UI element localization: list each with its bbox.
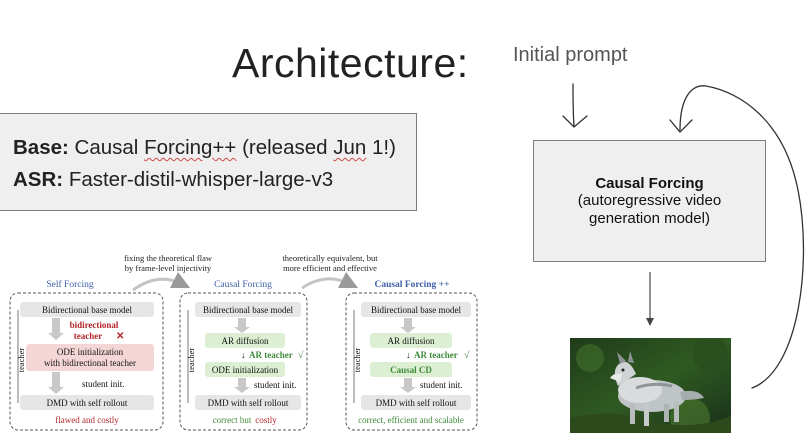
panel2-ar-diffusion: AR diffusion xyxy=(221,336,269,346)
wolf-image xyxy=(570,338,731,433)
panel2-shaft2 xyxy=(238,378,246,388)
base-value-mid: (released xyxy=(236,136,334,159)
panel3-base-box xyxy=(361,302,471,317)
note-left-line1: fixing the theoretical flaw xyxy=(124,253,213,263)
panel1-student-init: student init. xyxy=(82,379,125,389)
down-arrow-to-image-head xyxy=(646,318,654,326)
panel2-student-init: student init. xyxy=(254,380,297,390)
panel3-frame xyxy=(345,292,478,431)
asr-line: ASR: Faster-distil-whisper-large-v3 xyxy=(13,168,333,192)
note-left-line2: by frame-level injectivity xyxy=(125,263,212,273)
panel2-base-model: Bidirectional base model xyxy=(203,305,293,315)
panel3-down-arrow2 xyxy=(400,387,416,393)
feedback-loop-arrow xyxy=(679,85,805,389)
panel2-dmd-box xyxy=(195,395,301,410)
panel1-ode-box xyxy=(26,344,154,371)
panel2-down-arrow2 xyxy=(234,387,250,393)
panel3-cd-box xyxy=(370,362,452,377)
panel2-check-icon: √ xyxy=(298,350,304,361)
panel3-down-arrow xyxy=(400,327,416,333)
base-label: Base: xyxy=(13,136,69,159)
panel1-base-box xyxy=(20,302,154,317)
panel1-ode-line2: with bidirectional teacher xyxy=(44,358,136,368)
base-value-squiggle-forcing: Forcing++ xyxy=(144,136,237,159)
base-value-prefix: Causal xyxy=(74,136,145,159)
panel3-side-label: teacher xyxy=(352,348,362,373)
panel1-side-label: teacher xyxy=(16,348,26,373)
panel1-teacher-line1: bidirectional xyxy=(70,320,119,330)
asr-label: ASR: xyxy=(13,168,64,191)
panel2-ar-box xyxy=(205,333,285,348)
causal-forcing-box: Causal Forcing (autoregressive video gen… xyxy=(533,140,766,262)
base-value-squiggle-jun: Jun xyxy=(333,136,367,159)
panel3-ar-diffusion: AR diffusion xyxy=(387,336,435,346)
asr-value: Faster-distil-whisper-large-v3 xyxy=(68,168,334,191)
panel3-ar-box xyxy=(370,333,452,348)
panel3-base-model: Bidirectional base model xyxy=(371,305,461,315)
base-value-suffix: 1!) xyxy=(366,136,396,159)
panel1-base-model: Bidirectional base model xyxy=(42,305,132,315)
panel2-footer-a: correct but xyxy=(213,415,252,425)
prompt-down-arrow xyxy=(572,83,575,127)
panel3-footer: correct, efficient and scalable xyxy=(358,415,464,425)
panel3-causal-cd: Causal CD xyxy=(390,365,432,375)
causal-forcing-subtitle-1: (autoregressive video xyxy=(577,192,722,209)
panel2-ode-box xyxy=(205,362,285,377)
panel3-arrow-glyph: ↓ xyxy=(406,350,411,360)
note-right-line2: more efficient and effective xyxy=(283,263,377,273)
causal-forcing-title: Causal Forcing xyxy=(595,175,704,192)
curved-arrow-right xyxy=(301,271,359,290)
panel1-shaft xyxy=(52,318,60,334)
panel2-ar-teacher: AR teacher xyxy=(249,350,293,360)
panel3-check-icon: √ xyxy=(464,350,470,361)
base-line: Base: Causal Forcing++ (released Jun 1!) xyxy=(13,136,396,160)
prompt-down-arrowhead xyxy=(562,115,588,128)
panel1-dmd-box xyxy=(20,395,154,410)
panel2-dmd: DMD with self rollout xyxy=(208,398,289,408)
panel1-dmd: DMD with self rollout xyxy=(47,398,128,408)
panel1-header: Self Forcing xyxy=(46,279,93,290)
panel1-cross-icon: ✕ xyxy=(116,331,124,342)
panel1-shaft2 xyxy=(52,372,60,388)
panel2-footer-b: costly xyxy=(255,415,277,425)
slide-title: Architecture: xyxy=(232,40,469,86)
panel2-ode: ODE initialization xyxy=(212,365,279,375)
panel3-header: Causal Forcing ++ xyxy=(374,280,449,290)
info-box: Base: Causal Forcing++ (released Jun 1!)… xyxy=(0,113,417,211)
panel3-student-init: student init. xyxy=(420,380,463,390)
panel2-down-arrow xyxy=(234,327,250,333)
panel3-ar-teacher: AR teacher xyxy=(414,350,458,360)
panel1-teacher-line2: teacher xyxy=(74,331,102,341)
panel1-down-arrow2 xyxy=(48,387,64,394)
panel3-dmd: DMD with self rollout xyxy=(376,398,457,408)
curved-arrow-left xyxy=(132,271,191,292)
panel2-base-box xyxy=(195,302,301,317)
panel1-ode-line1: ODE initialization xyxy=(57,347,124,357)
panel3-shaft2 xyxy=(404,378,412,388)
initial-prompt-label: Initial prompt xyxy=(513,44,628,66)
panel3-dmd-box xyxy=(361,395,471,410)
panel2-shaft xyxy=(238,318,246,328)
panel3-shaft xyxy=(404,318,412,328)
panel1-footer: flawed and costly xyxy=(55,415,119,425)
method-diagram: fixing the theoretical flaw by frame-lev… xyxy=(9,253,478,431)
feedback-loop-arrowhead xyxy=(669,119,693,133)
panel2-frame xyxy=(179,292,308,431)
panel2-arrow-glyph: ↓ xyxy=(241,350,246,360)
note-right-line1: theoretically equivalent, but xyxy=(282,253,378,263)
panel1-frame xyxy=(9,292,164,431)
causal-forcing-subtitle-2: generation model) xyxy=(589,210,710,227)
panel1-down-arrow xyxy=(48,333,64,340)
panel2-side-label: teacher xyxy=(186,348,196,373)
panel2-header: Causal Forcing xyxy=(214,280,272,290)
